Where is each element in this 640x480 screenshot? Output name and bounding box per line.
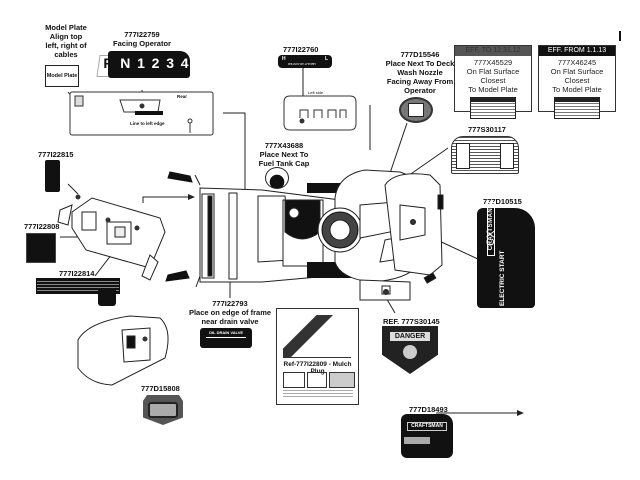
brand-badge: CRAFTSMAN <box>401 414 453 458</box>
note-line: Place Next To <box>259 150 309 159</box>
brand-logo: CRAFTSMAN <box>487 202 495 256</box>
height-adjuster-decal: H L HEIGHT ADJUSTER <box>278 55 332 68</box>
danger-ref: REF. 777S30145 <box>383 317 440 326</box>
note-line: Operator <box>404 86 436 95</box>
model-plate-box: Model Plate <box>45 65 79 87</box>
note-line: On Flat Surface Closest <box>550 67 604 85</box>
part-number: 777X43688 <box>264 141 304 150</box>
note-line: Facing Away From <box>386 77 454 86</box>
wash-nozzle-label: 777D15546 Place Next To Deck Wash Nozzle… <box>385 50 455 95</box>
emission-decal-old: EFF. TO 12.31.12 777X45529 On Flat Surfa… <box>454 45 532 119</box>
eff-header: EFF. FROM 1.1.13 <box>539 46 615 56</box>
part-number: 777X46245 <box>557 58 597 67</box>
handle-badge <box>143 395 183 425</box>
wash-nozzle-decal <box>399 97 433 123</box>
control-long-tab <box>98 290 116 306</box>
mark-high: H <box>282 56 286 62</box>
note-line: To Model Plate <box>552 85 602 94</box>
feature-text: ELECTRIC START <box>499 250 506 307</box>
mulch-plug-illustration <box>283 315 351 358</box>
note-line: left, right of <box>45 41 87 50</box>
gear-2: 2 <box>151 55 160 71</box>
gear-1: 1 <box>137 55 145 71</box>
note-line: Place Next To Deck <box>385 59 455 68</box>
handle-pod <box>77 315 169 386</box>
hand-warning-icon <box>403 345 417 359</box>
mulch-plug-ref: Ref-777I22809 - Mulch Plug <box>283 361 352 375</box>
shift-decal: R N 1 2 3 4 <box>96 51 192 78</box>
drain-valve-label: 777I22793 Place on edge of frame near dr… <box>185 299 275 326</box>
gear-4: 4 <box>180 55 189 71</box>
note-line: near drain valve <box>201 317 259 326</box>
note-line: cables <box>54 50 78 59</box>
danger-text: DANGER <box>390 332 430 341</box>
mark-low: L <box>324 56 328 62</box>
shift-decal-label: 777I22759 Facing Operator <box>112 30 172 48</box>
model-plate-note: Model Plate Align top left, right of cab… <box>36 23 96 59</box>
note-line: To Model Plate <box>468 85 518 94</box>
arrow-console <box>142 196 188 203</box>
engine-block <box>307 183 357 193</box>
gear-r: R <box>103 55 114 71</box>
handle-badge-part: 777D15808 <box>141 384 180 393</box>
rear-label: Rear <box>177 94 188 99</box>
note-line: Align top <box>49 32 83 41</box>
electric-start-part: 777D10515 <box>483 197 522 206</box>
fuel-cap-label: 777X43688 Place Next To Fuel Tank Cap <box>256 141 312 168</box>
line-note: Line to left edge <box>130 121 165 126</box>
mulch-plug-card: Ref-777I22809 - Mulch Plug <box>276 308 359 405</box>
gear-n: N <box>120 55 131 71</box>
emission-decal-new: EFF. FROM 1.1.13 777X46245 On Flat Surfa… <box>538 45 616 119</box>
placement-note: Facing Operator <box>113 39 171 48</box>
control-square-part: 777I22808 <box>24 222 60 231</box>
left-side-label: Left side <box>308 90 324 95</box>
fuel-cap-decal <box>265 167 289 189</box>
control-left-decal <box>45 160 60 192</box>
note-line: On Flat Surface Closest <box>466 67 520 85</box>
electric-start-decal: CRAFTSMAN CX ELECTRIC START <box>477 202 535 308</box>
brand-badge-part: 777D18493 <box>409 405 448 414</box>
height-adjuster-text: HEIGHT ADJUSTER <box>288 62 316 66</box>
part-number: 777I22759 <box>124 30 160 39</box>
control-left-part: 777I22815 <box>38 150 74 159</box>
emission-label-thumbnail <box>470 97 516 119</box>
gear-3: 3 <box>166 55 175 71</box>
note-line: Model Plate <box>45 23 87 32</box>
leader-control-left <box>67 183 79 195</box>
note-line: Fuel Tank Cap <box>258 159 310 168</box>
eff-header: EFF. TO 12.31.12 <box>455 46 531 56</box>
part-number: 777X45529 <box>473 58 513 67</box>
part-number: 777D15546 <box>400 50 440 59</box>
height-adjuster-part: 777I22760 <box>283 45 319 54</box>
control-console <box>57 197 166 281</box>
control-square-decal <box>26 233 56 263</box>
control-long-part: 777I22814 <box>59 269 95 278</box>
brand-badge-text: CRAFTSMAN <box>407 422 447 431</box>
page-marker <box>619 31 621 41</box>
part-number: 777I22793 <box>212 299 248 308</box>
auger-housing <box>199 187 341 283</box>
note-line: Wash Nozzle <box>397 68 443 77</box>
note-line: Place on edge of frame <box>188 308 272 317</box>
brand-badge-subtext <box>404 437 430 444</box>
drain-valve-text: OIL DRAIN VALVE <box>208 330 244 335</box>
emission-label-thumbnail <box>554 97 600 119</box>
safety-decal-part: 777S30117 <box>468 125 506 134</box>
safety-decal <box>451 136 519 174</box>
series-mark: CX <box>485 230 497 246</box>
drain-valve-decal: OIL DRAIN VALVE <box>200 328 252 348</box>
